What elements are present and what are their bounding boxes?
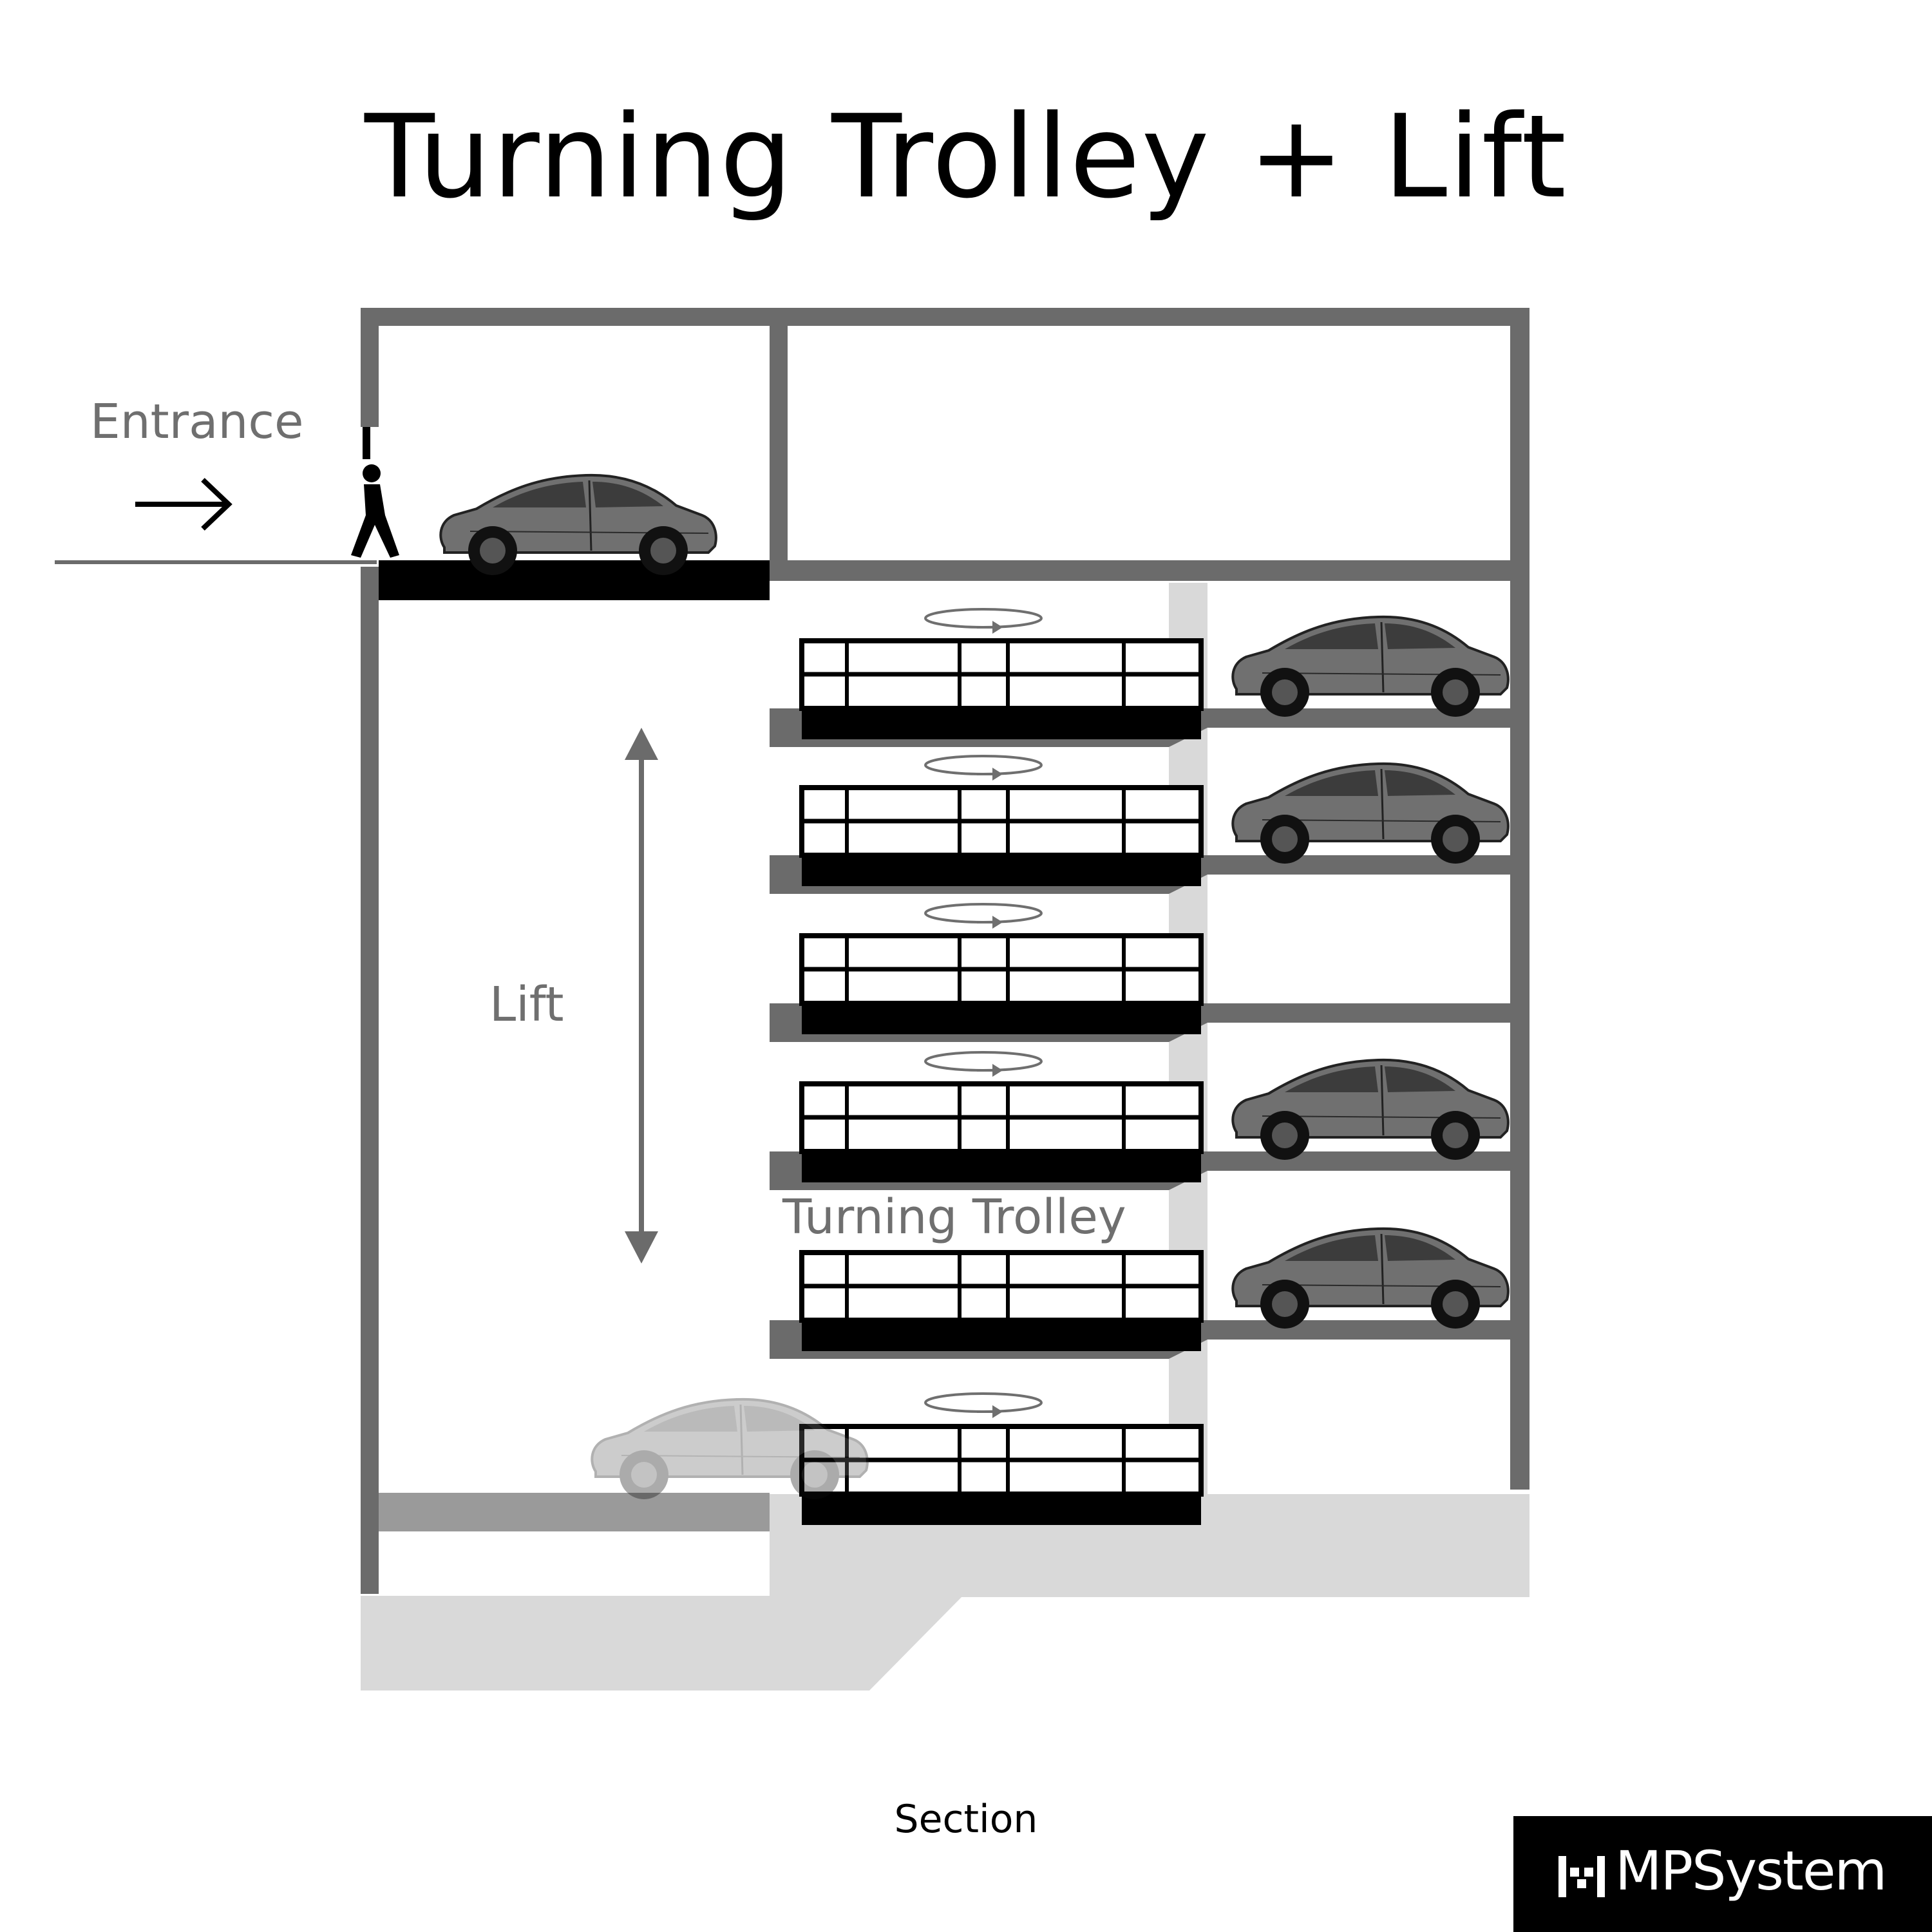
ground-line bbox=[55, 560, 377, 564]
mpsystem-logo-icon bbox=[1558, 1856, 1605, 1897]
brand-logo: MPSystem bbox=[1513, 1816, 1932, 1932]
turning-trolley-label: Turning Trolley bbox=[782, 1189, 1126, 1245]
foundation-slab bbox=[361, 1596, 963, 1690]
left-shaft-wall bbox=[361, 567, 379, 1594]
right-wall bbox=[1510, 308, 1530, 1490]
lift-arrow-icon bbox=[625, 728, 658, 1264]
entrance-platform bbox=[379, 560, 770, 600]
person-icon bbox=[351, 464, 399, 558]
lift-label: Lift bbox=[489, 977, 564, 1032]
inner-top-wall bbox=[770, 308, 788, 578]
logo-text: MPSystem bbox=[1615, 1839, 1887, 1902]
roof-beam bbox=[361, 308, 1530, 326]
door-mark bbox=[363, 427, 370, 459]
parking-levels bbox=[379, 608, 1530, 1531]
section-caption: Section bbox=[894, 1797, 1038, 1842]
diagram-title: Turning Trolley + Lift bbox=[365, 90, 1567, 223]
entrance-label: Entrance bbox=[90, 394, 304, 450]
entrance-upper-wall bbox=[361, 308, 379, 427]
arrow-right-icon bbox=[135, 478, 232, 531]
car-entrance bbox=[439, 473, 717, 576]
upper-floor-slab bbox=[770, 560, 1530, 581]
